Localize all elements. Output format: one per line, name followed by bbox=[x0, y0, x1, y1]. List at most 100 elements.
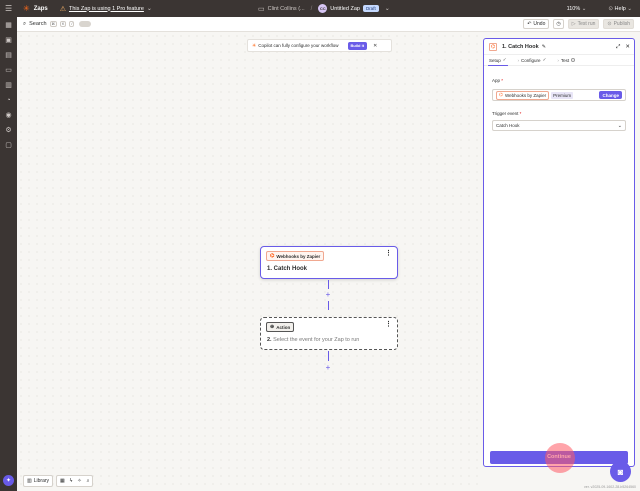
close-icon[interactable]: ✕ bbox=[625, 44, 630, 50]
wand-icon[interactable]: ✧ bbox=[77, 478, 82, 484]
help-icon: ⊙ bbox=[608, 5, 614, 12]
pending-icon bbox=[571, 58, 576, 62]
test-run-button[interactable]: ▷Test run bbox=[567, 19, 600, 29]
canvas-toolbar: ⌕ Search ⌘ K / ↶Undo ◷ ▷Test run ⊙Publis… bbox=[17, 17, 640, 32]
library-icon: ▥ bbox=[27, 478, 32, 484]
app-chip: ⌬ Webhooks by Zapier bbox=[266, 251, 325, 261]
copilot-icon: ✳ bbox=[252, 42, 257, 49]
expand-icon[interactable]: ⤢ bbox=[615, 44, 621, 50]
toggle-switch[interactable] bbox=[79, 21, 92, 27]
top-bar: ☰ ✳ Zaps ⚠ This Zap is using 1 Pro featu… bbox=[0, 0, 640, 17]
settings-icon[interactable]: ⚙ bbox=[5, 127, 12, 134]
breadcrumb-separator: / bbox=[310, 5, 313, 12]
canvas-tools: ▦ ϟ ✧ ⌕ bbox=[56, 475, 94, 487]
folder-icon[interactable]: ▣ bbox=[5, 37, 12, 44]
trigger-event-select[interactable]: Catch Hook ⌄ bbox=[492, 120, 626, 131]
add-step-icon[interactable]: + bbox=[325, 363, 331, 372]
step-description: 2. Select the event for your Zap to run bbox=[267, 337, 360, 343]
panel-title: 1. Catch Hook bbox=[502, 43, 539, 50]
step-detail-panel: ⌬ 1. Catch Hook ✎ ⤢ ✕ Setup✓ ›Configure✓… bbox=[483, 38, 635, 467]
action-step-card[interactable]: ⊕ Action ⋮ 2. Select the event for your … bbox=[260, 317, 398, 350]
zoom-control[interactable]: 110% ⌄ bbox=[566, 5, 587, 12]
app-field: ⌬Webhooks by Zapier Premium Change bbox=[492, 89, 626, 101]
pro-feature-icon: ⚠ bbox=[59, 5, 66, 13]
undo-button[interactable]: ↶Undo bbox=[523, 19, 550, 29]
version-label: ver. v2025-09-1602-28-b5264560 bbox=[584, 485, 636, 489]
step-title: 1. Catch Hook bbox=[267, 266, 308, 272]
shortcut-key: ⌘ bbox=[49, 21, 58, 27]
folder-name[interactable]: Clint Collins (... bbox=[267, 5, 305, 12]
shortcut-key: / bbox=[69, 21, 75, 27]
check-icon: ✓ bbox=[542, 57, 547, 62]
chevron-down-icon: ⌄ bbox=[617, 122, 622, 129]
copilot-banner: ✳ Copilot can fully configure your workf… bbox=[247, 39, 392, 52]
chevron-down-icon[interactable]: ⌄ bbox=[146, 6, 152, 12]
apps-icon[interactable]: ▦ bbox=[5, 22, 12, 29]
search-button[interactable]: ⌕ Search ⌘ K / bbox=[23, 20, 92, 28]
zap-location: ▭ Clint Collins (... / CC Untitled Zap D… bbox=[258, 4, 390, 13]
chevron-down-icon: ⌄ bbox=[627, 5, 632, 12]
zapier-logo-icon: ✳ bbox=[23, 4, 30, 13]
tab-setup[interactable]: Setup✓ bbox=[489, 57, 507, 63]
zap-name[interactable]: Untitled Zap bbox=[330, 5, 360, 12]
calendar-icon[interactable]: ▥ bbox=[5, 82, 12, 89]
app-label: App * bbox=[492, 78, 504, 83]
webhooks-icon: ⌬ bbox=[499, 92, 503, 97]
zaps-link[interactable]: Zaps bbox=[33, 5, 48, 12]
chevron-right-icon: › bbox=[517, 57, 520, 63]
chevron-right-icon: › bbox=[557, 57, 559, 63]
edit-icon[interactable]: ✎ bbox=[541, 43, 546, 50]
history-button[interactable]: ◷ bbox=[553, 19, 564, 29]
add-step-icon[interactable]: + bbox=[325, 290, 331, 299]
build-it-button[interactable]: Build it bbox=[347, 41, 368, 50]
activity-icon[interactable]: ◉ bbox=[5, 112, 12, 119]
assistant-icon[interactable]: ✦ bbox=[3, 475, 14, 486]
chevron-down-icon: ⌄ bbox=[581, 5, 587, 12]
pro-feature-link[interactable]: This Zap is using 1 Pro feature bbox=[69, 5, 144, 12]
folder-icon: ▭ bbox=[258, 5, 265, 13]
chat-icon[interactable]: ▭ bbox=[5, 67, 12, 74]
bolt-icon[interactable]: ϟ bbox=[69, 478, 73, 484]
chat-icon[interactable]: ◙ bbox=[610, 461, 631, 482]
action-chip: ⊕ Action bbox=[266, 322, 295, 332]
play-icon: ▷ bbox=[571, 21, 576, 27]
undo-icon: ↶ bbox=[527, 21, 532, 27]
menu-icon[interactable]: ☰ bbox=[5, 4, 13, 13]
history-icon: ◷ bbox=[556, 21, 561, 27]
webhooks-icon: ⌬ bbox=[489, 42, 497, 51]
change-app-button[interactable]: Change bbox=[599, 91, 622, 99]
search-icon: ⌕ bbox=[23, 20, 27, 27]
premium-badge: Premium bbox=[551, 91, 574, 99]
workflow-canvas[interactable]: ✳ Copilot can fully configure your workf… bbox=[17, 32, 482, 491]
chevron-down-icon[interactable]: ⌄ bbox=[384, 6, 390, 12]
check-icon: ✓ bbox=[502, 57, 507, 62]
shortcut-key: K bbox=[60, 21, 67, 27]
avatar: CC bbox=[318, 4, 328, 13]
library-button[interactable]: ▥Library bbox=[23, 475, 54, 487]
publish-button[interactable]: ⊙Publish bbox=[603, 19, 634, 29]
app-chip: ⌬Webhooks by Zapier bbox=[496, 90, 550, 100]
tab-test[interactable]: ›Test bbox=[551, 57, 576, 63]
layout-icon[interactable]: ▦ bbox=[60, 478, 65, 484]
history-icon[interactable]: ◔ bbox=[6, 97, 11, 104]
more-options-icon[interactable]: ⋮ bbox=[385, 321, 392, 328]
action-icon: ⊕ bbox=[270, 324, 275, 330]
more-options-icon[interactable]: ⋮ bbox=[385, 250, 392, 257]
tab-configure[interactable]: ›Configure✓ bbox=[517, 57, 547, 63]
document-icon[interactable]: ▤ bbox=[5, 52, 12, 59]
close-icon[interactable]: ✕ bbox=[373, 42, 378, 49]
panel-header: ⌬ 1. Catch Hook ✎ ⤢ ✕ bbox=[484, 39, 634, 55]
connector-line bbox=[328, 301, 329, 310]
publish-icon: ⊙ bbox=[607, 21, 612, 27]
trigger-step-card[interactable]: ⌬ Webhooks by Zapier ⋮ 1. Catch Hook bbox=[260, 246, 398, 279]
panel-tabs: Setup✓ ›Configure✓ ›Test bbox=[484, 55, 634, 66]
copilot-text: Copilot can fully configure your workflo… bbox=[258, 43, 339, 48]
click-highlight bbox=[545, 443, 575, 473]
connector-line bbox=[328, 280, 329, 289]
help-menu[interactable]: ⊙ Help ⌄ bbox=[608, 5, 632, 12]
box-icon[interactable]: ▢ bbox=[5, 142, 12, 149]
zoom-icon[interactable]: ⌕ bbox=[86, 478, 90, 484]
connector-line bbox=[328, 351, 329, 361]
trigger-event-label: Trigger event * bbox=[492, 111, 522, 116]
active-tab-indicator bbox=[488, 64, 508, 66]
